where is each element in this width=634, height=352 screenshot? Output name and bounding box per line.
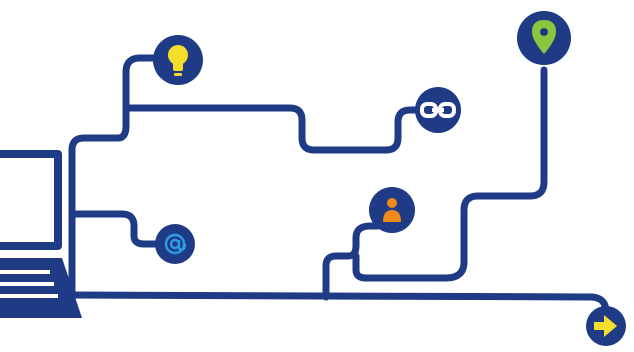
- at-node-circle: [155, 224, 195, 264]
- laptop-keyboard-line-3: [0, 294, 58, 298]
- link-node: [415, 87, 461, 133]
- connector-to-at: [72, 214, 160, 244]
- arrow-node: [586, 306, 626, 346]
- laptop-keyboard-line-2: [0, 282, 54, 286]
- laptop-screen-display: [0, 158, 54, 242]
- connector-main-trunk: [70, 295, 606, 318]
- at-node: [155, 224, 195, 264]
- connector-to-link: [126, 108, 420, 150]
- person-node: [369, 187, 415, 233]
- connector-lines: [70, 58, 606, 318]
- connector-to-person: [326, 226, 378, 297]
- pin-node: [517, 11, 571, 65]
- laptop-keyboard-line-1: [0, 270, 50, 274]
- connector-to-bulb: [110, 58, 160, 138]
- bulb-node: [153, 35, 203, 85]
